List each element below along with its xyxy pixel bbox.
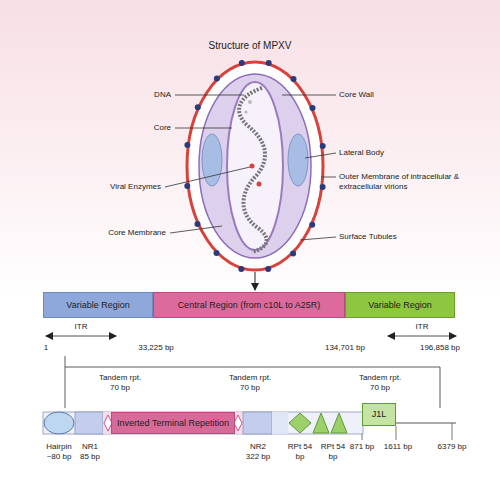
lateral-body [288,134,308,186]
part-label: Surface Tubules [339,232,397,242]
genome-segment: Inverted Terminal Repetition [111,412,235,434]
repeat-label: Tandem rpt. 70 bp [96,373,144,393]
surface-tubule [310,105,316,111]
repeat-label: Tandem rpt. 70 bp [226,373,274,393]
surface-tubule [265,266,271,272]
position-number: 871 bp [347,442,377,452]
surface-tubules [184,60,325,272]
segment-label: J1L [369,409,390,420]
pointer-arrow [255,272,256,290]
viral-enzyme [257,182,262,187]
part-label: Lateral Body [339,148,384,158]
surface-tubule [291,76,297,82]
leader-lines [165,95,336,240]
title: Structure of MPXV [0,40,500,52]
segment-size: Hairpin ~80 bp [42,442,76,462]
position-number: 1 [38,343,54,353]
bracket [65,356,440,408]
surface-tubule [309,222,315,228]
region-label: ITR [402,322,442,332]
dna-strand [239,88,266,252]
part-label: Core Membrane [108,228,166,238]
segment-label: Variable Region [63,300,132,311]
segment-size: RPt 54 bp [320,442,346,462]
part-label: Viral Enzymes [110,182,161,192]
surface-tubule [184,142,190,148]
segment-size: NR2 322 bp [243,442,273,462]
position-number: 33,225 bp [126,343,186,353]
part-label: Outer Membrane of intracellular & extrac… [339,172,471,192]
surface-tubule [239,60,245,66]
genome-segment: Variable Region [345,292,455,318]
segment-label: Variable Region [365,300,434,311]
position-number: 134,701 bp [315,343,375,353]
surface-tubule [214,250,220,256]
surface-tubule [320,184,326,190]
genome-segment: Variable Region [43,292,153,318]
outer-membrane [187,62,323,270]
part-label: Core Wall [339,90,374,100]
region-label: ITR [61,322,101,332]
segment-label: Inverted Terminal Repetition [114,418,232,429]
surface-tubule [195,104,201,110]
viral-enzyme [250,164,255,169]
segment-size: NR1 85 bp [77,442,103,462]
genome-segment: J1L [362,403,396,426]
position-number: 1611 bp [382,442,414,452]
surface-tubule [184,183,190,189]
core-membrane [199,74,311,258]
segment-size: RPt 54 bp [287,442,313,462]
surface-tubule [195,221,201,227]
core-wall [227,82,283,250]
lateral-body [202,134,222,186]
position-number: 6379 bp [435,442,469,452]
surface-tubule [320,143,326,149]
surface-tubule [290,251,296,257]
genome-segment: Central Region (from c10L to A25R) [153,292,345,318]
itr-arrow [388,336,456,337]
surface-tubule [266,60,272,66]
part-label: DNA [154,90,171,100]
repeat-label: Tandem rpt. 70 bp [356,373,404,393]
surface-tubule [214,76,220,82]
segment-label: Central Region (from c10L to A25R) [175,300,324,311]
position-number: 196,858 bp [410,343,470,353]
surface-tubule [238,266,244,272]
itr-arrow [46,336,116,337]
part-label: Core [154,123,171,133]
hairpin-loop [44,412,74,434]
